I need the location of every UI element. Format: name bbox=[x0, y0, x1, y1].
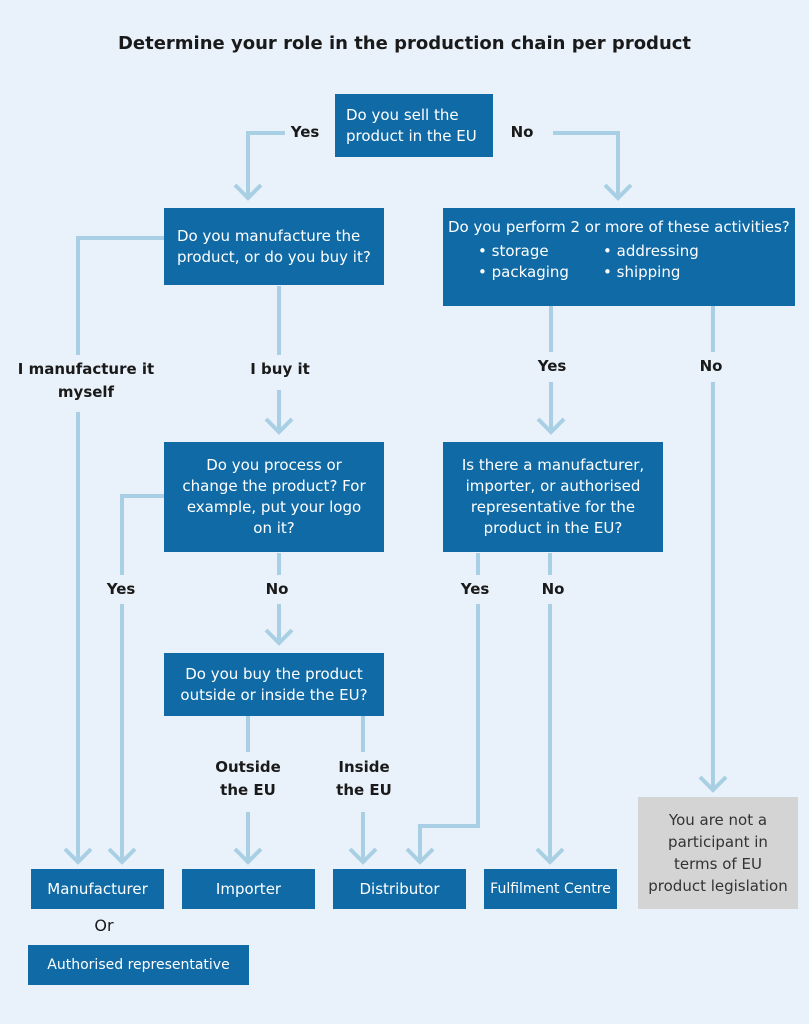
label-activities-yes: Yes bbox=[537, 357, 567, 375]
result-fulfilment-centre: Fulfilment Centre bbox=[484, 869, 617, 909]
activity-shipping: shipping bbox=[603, 262, 713, 283]
label-process-yes: Yes bbox=[106, 580, 136, 598]
label-representative-yes: Yes bbox=[460, 580, 490, 598]
label-activities-no: No bbox=[699, 357, 723, 375]
label-buy-it: I buy it bbox=[250, 360, 310, 378]
label-outside-eu: Outside the EU bbox=[215, 758, 281, 799]
label-sell-yes: Yes bbox=[290, 123, 320, 141]
question-process-product: Do you process or change the product? Fo… bbox=[164, 442, 384, 552]
question-sell-in-eu: Do you sell the product in the EU bbox=[335, 94, 493, 157]
question-activities: Do you perform 2 or more of these activi… bbox=[443, 208, 795, 306]
activity-packaging: packaging bbox=[478, 262, 603, 283]
label-inside-eu: Inside the EU bbox=[336, 758, 392, 799]
result-not-participant: You are not a participant in terms of EU… bbox=[638, 797, 798, 909]
label-or: Or bbox=[94, 916, 114, 935]
result-distributor: Distributor bbox=[333, 869, 466, 909]
label-sell-no: No bbox=[510, 123, 534, 141]
question-manufacture-or-buy: Do you manufacture the product, or do yo… bbox=[164, 208, 384, 285]
activity-storage: storage bbox=[478, 241, 603, 262]
result-manufacturer: Manufacturer bbox=[31, 869, 164, 909]
question-activities-text: Do you perform 2 or more of these activi… bbox=[448, 218, 790, 236]
label-process-no: No bbox=[265, 580, 289, 598]
label-representative-no: No bbox=[541, 580, 565, 598]
result-authorised-representative: Authorised representative bbox=[28, 945, 249, 985]
question-representative: Is there a manufacturer, importer, or au… bbox=[443, 442, 663, 552]
page-title: Determine your role in the production ch… bbox=[117, 33, 692, 54]
label-manufacture-myself: I manufacture it myself bbox=[17, 360, 155, 401]
activity-addressing: addressing bbox=[603, 241, 713, 262]
result-importer: Importer bbox=[182, 869, 315, 909]
activities-list: storage addressing packaging shipping bbox=[478, 241, 795, 283]
question-buy-location: Do you buy the product outside or inside… bbox=[164, 653, 384, 716]
